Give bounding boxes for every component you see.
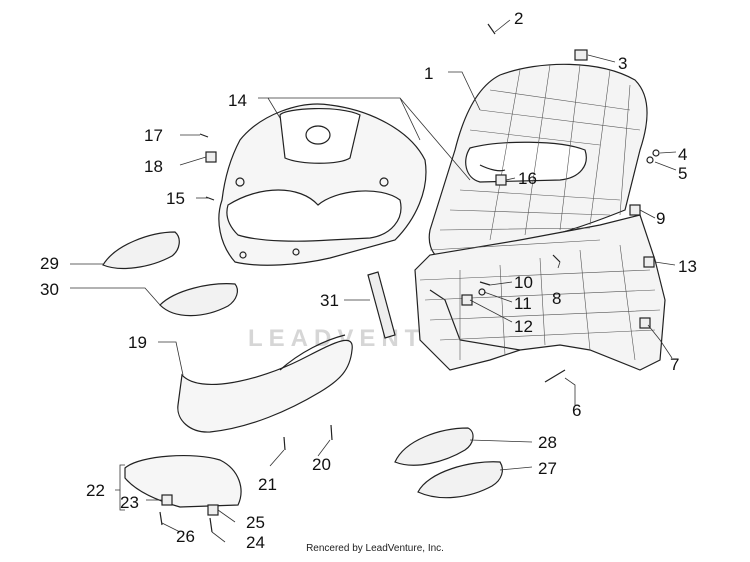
callout-1: 1 xyxy=(424,64,434,83)
clip-part-12 xyxy=(461,294,473,306)
callout-18: 18 xyxy=(144,157,163,176)
callout-17: 17 xyxy=(144,126,163,145)
strip-part-31 xyxy=(367,271,396,339)
callout-11: 11 xyxy=(514,294,532,313)
callout-3: 3 xyxy=(618,54,628,73)
callout-14: 14 xyxy=(228,91,247,110)
callout-25: 25 xyxy=(246,513,265,532)
callout-5: 5 xyxy=(678,164,688,183)
callout-16: 16 xyxy=(518,169,537,188)
clip-part-18 xyxy=(205,151,217,163)
screw-part-24 xyxy=(209,517,213,533)
clip-part-16 xyxy=(495,174,507,186)
screw-part-21 xyxy=(283,436,286,451)
screw-part-2 xyxy=(487,23,496,35)
callout-27: 27 xyxy=(538,459,557,478)
screw-part-10 xyxy=(479,281,491,286)
callout-8: 8 xyxy=(552,289,562,308)
screw-part-6 xyxy=(544,369,566,383)
callout-10: 10 xyxy=(514,273,533,292)
headlight-fairing-part-14 xyxy=(218,103,427,266)
callout-20: 20 xyxy=(312,455,331,474)
clip-part-25 xyxy=(207,504,219,516)
screw-part-17 xyxy=(199,133,209,138)
lens-part-30 xyxy=(159,283,238,317)
callout-7: 7 xyxy=(670,355,680,374)
screw-part-20 xyxy=(330,424,333,441)
screw-part-8 xyxy=(552,254,561,263)
callout-30: 30 xyxy=(40,280,59,299)
front-shield-part-1 xyxy=(414,63,666,371)
washer-part-4 xyxy=(652,149,660,157)
callout-28: 28 xyxy=(538,433,557,452)
washer-part-5 xyxy=(646,156,654,164)
lens-part-29 xyxy=(102,231,180,270)
callout-13: 13 xyxy=(678,257,697,276)
lower-cover-part-22 xyxy=(124,454,242,508)
footer-credit: Rencered by LeadVenture, Inc. xyxy=(306,543,444,554)
callout-15: 15 xyxy=(166,189,185,208)
callout-12: 12 xyxy=(514,317,533,336)
clip-part-7 xyxy=(639,317,651,329)
clip-part-3 xyxy=(574,49,588,61)
screw-part-15 xyxy=(205,196,215,201)
clip-part-9 xyxy=(629,204,641,216)
screw-part-26 xyxy=(159,511,163,526)
lower-trim-part-19 xyxy=(177,339,353,433)
lens-part-28 xyxy=(394,427,474,466)
callout-6: 6 xyxy=(572,401,582,420)
callout-4: 4 xyxy=(678,145,688,164)
callout-26: 26 xyxy=(176,527,195,546)
clip-part-13 xyxy=(643,256,655,268)
callout-23: 23 xyxy=(120,493,139,512)
callout-22: 22 xyxy=(86,481,105,500)
clip-part-23 xyxy=(161,494,173,506)
callout-24: 24 xyxy=(246,533,265,552)
callout-29: 29 xyxy=(40,254,59,273)
callout-31: 31 xyxy=(320,291,339,310)
callout-2: 2 xyxy=(514,9,524,28)
lens-part-27 xyxy=(417,461,503,499)
callout-19: 19 xyxy=(128,333,147,352)
callout-9: 9 xyxy=(656,209,666,228)
callout-21: 21 xyxy=(258,475,277,494)
